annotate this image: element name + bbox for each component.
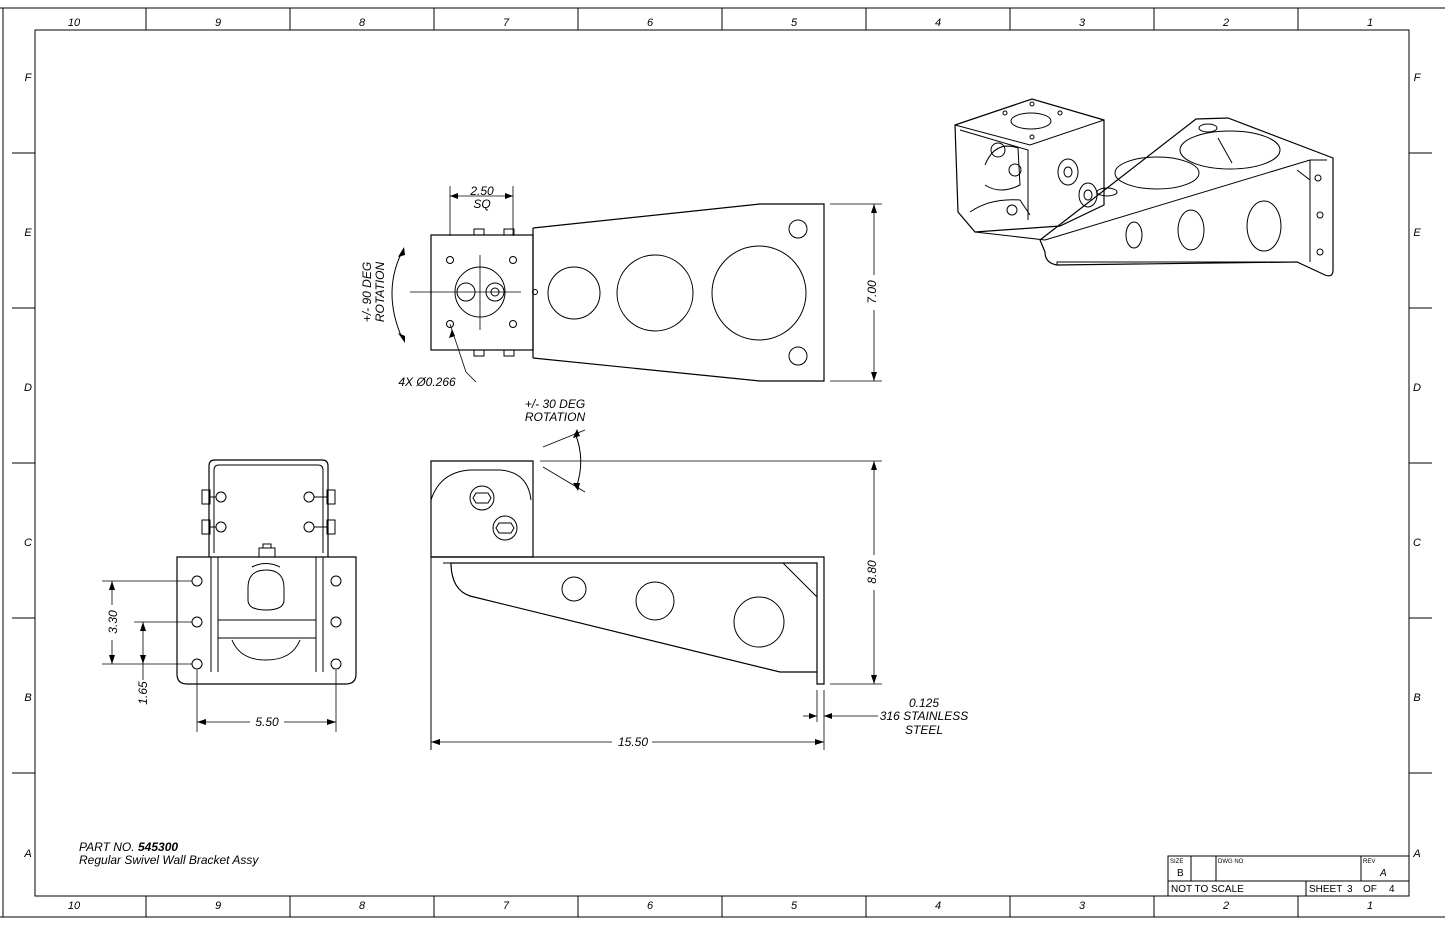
zone-col-6-bottom: 6 <box>647 900 654 912</box>
sheet-total: 4 <box>1389 884 1395 895</box>
size-label: SIZE <box>1170 859 1183 865</box>
part-description: Regular Swivel Wall Bracket Assy <box>79 853 259 867</box>
zone-col-3: 3 <box>1079 17 1086 29</box>
zone-col-10: 10 <box>68 17 81 29</box>
zone-col-8: 8 <box>359 17 366 29</box>
zone-row-e-right: E <box>1413 227 1421 239</box>
material-thickness: 0.125 <box>909 696 939 710</box>
row-labels: F E D C B A F E D C B A <box>23 72 1421 860</box>
zone-col-7-bottom: 7 <box>503 900 510 912</box>
hole-spacing-vertical: 3.30 <box>106 610 120 634</box>
zone-col-5: 5 <box>791 17 798 29</box>
sheet-number: 3 <box>1347 884 1353 895</box>
zone-row-e-left: E <box>24 227 32 239</box>
zone-col-1-bottom: 1 <box>1367 900 1373 912</box>
zone-col-6: 6 <box>647 17 654 29</box>
rev-label: REV <box>1363 859 1375 865</box>
zone-row-a-left: A <box>23 848 31 860</box>
zone-col-8-bottom: 8 <box>359 900 366 912</box>
rev-value: A <box>1379 868 1387 879</box>
zone-row-c-right: C <box>1413 537 1421 549</box>
zone-row-f-right: F <box>1414 72 1422 84</box>
zone-col-3-bottom: 3 <box>1079 900 1086 912</box>
scale-note: NOT TO SCALE <box>1171 884 1244 895</box>
dwg-no-label: DWG NO <box>1218 859 1244 865</box>
hole-spacing-horizontal: 5.50 <box>255 715 279 729</box>
zone-col-10-bottom: 10 <box>68 900 81 912</box>
side-rotation-line2: ROTATION <box>525 410 586 424</box>
top-rotation-line2: ROTATION <box>373 262 387 323</box>
zone-col-2: 2 <box>1222 17 1229 29</box>
top-view <box>391 186 882 383</box>
sheet-label: SHEET <box>1309 884 1342 895</box>
material-grade: 316 STAINLESS <box>880 709 969 723</box>
column-labels-top: 10 9 8 7 6 5 4 3 2 1 <box>68 17 1373 29</box>
square-dimension-label: SQ <box>473 197 490 211</box>
size-value: B <box>1177 868 1184 879</box>
overall-length-dimension: 15.50 <box>618 735 648 749</box>
zone-col-2-bottom: 2 <box>1222 900 1229 912</box>
part-number-label: PART NO. <box>79 840 135 854</box>
side-rotation-line1: +/- 30 DEG <box>525 397 585 411</box>
overall-height-dimension: 8.80 <box>865 560 879 584</box>
zone-col-4-bottom: 4 <box>935 900 941 912</box>
material-type: STEEL <box>905 723 943 737</box>
zone-row-f-left: F <box>25 72 33 84</box>
zone-row-d-right: D <box>1413 382 1421 394</box>
column-labels-bottom: 10 9 8 7 6 5 4 3 2 1 <box>68 900 1373 912</box>
title-block: SIZE B DWG NO REV A NOT TO SCALE SHEET 3… <box>1167 855 1410 897</box>
zone-col-9: 9 <box>215 17 221 29</box>
part-number: 545300 <box>138 840 178 854</box>
isometric-view <box>954 98 1334 277</box>
zone-col-1: 1 <box>1367 17 1373 29</box>
hole-offset-dimension: 1.65 <box>136 681 150 705</box>
part-info: PART NO. 545300 Regular Swivel Wall Brac… <box>79 840 259 867</box>
top-rotation-line1: +/- 90 DEG <box>360 262 374 322</box>
side-view <box>430 429 882 750</box>
sheet-of-label: OF <box>1363 884 1377 895</box>
square-dimension: 2.50 <box>469 184 494 198</box>
zone-row-a-right: A <box>1412 848 1420 860</box>
zone-col-5-bottom: 5 <box>791 900 798 912</box>
zone-col-9-bottom: 9 <box>215 900 221 912</box>
plate-height-dimension: 7.00 <box>865 280 879 304</box>
zone-row-b-right: B <box>1413 692 1420 704</box>
zone-row-c-left: C <box>24 537 32 549</box>
sheet-border <box>0 7 1445 918</box>
zone-row-d-left: D <box>24 382 32 394</box>
zone-col-4: 4 <box>935 17 941 29</box>
zone-ticks <box>12 8 1432 917</box>
zone-row-b-left: B <box>24 692 31 704</box>
zone-col-7: 7 <box>503 17 510 29</box>
front-view <box>102 459 357 732</box>
hole-callout: 4X Ø0.266 <box>398 375 456 389</box>
